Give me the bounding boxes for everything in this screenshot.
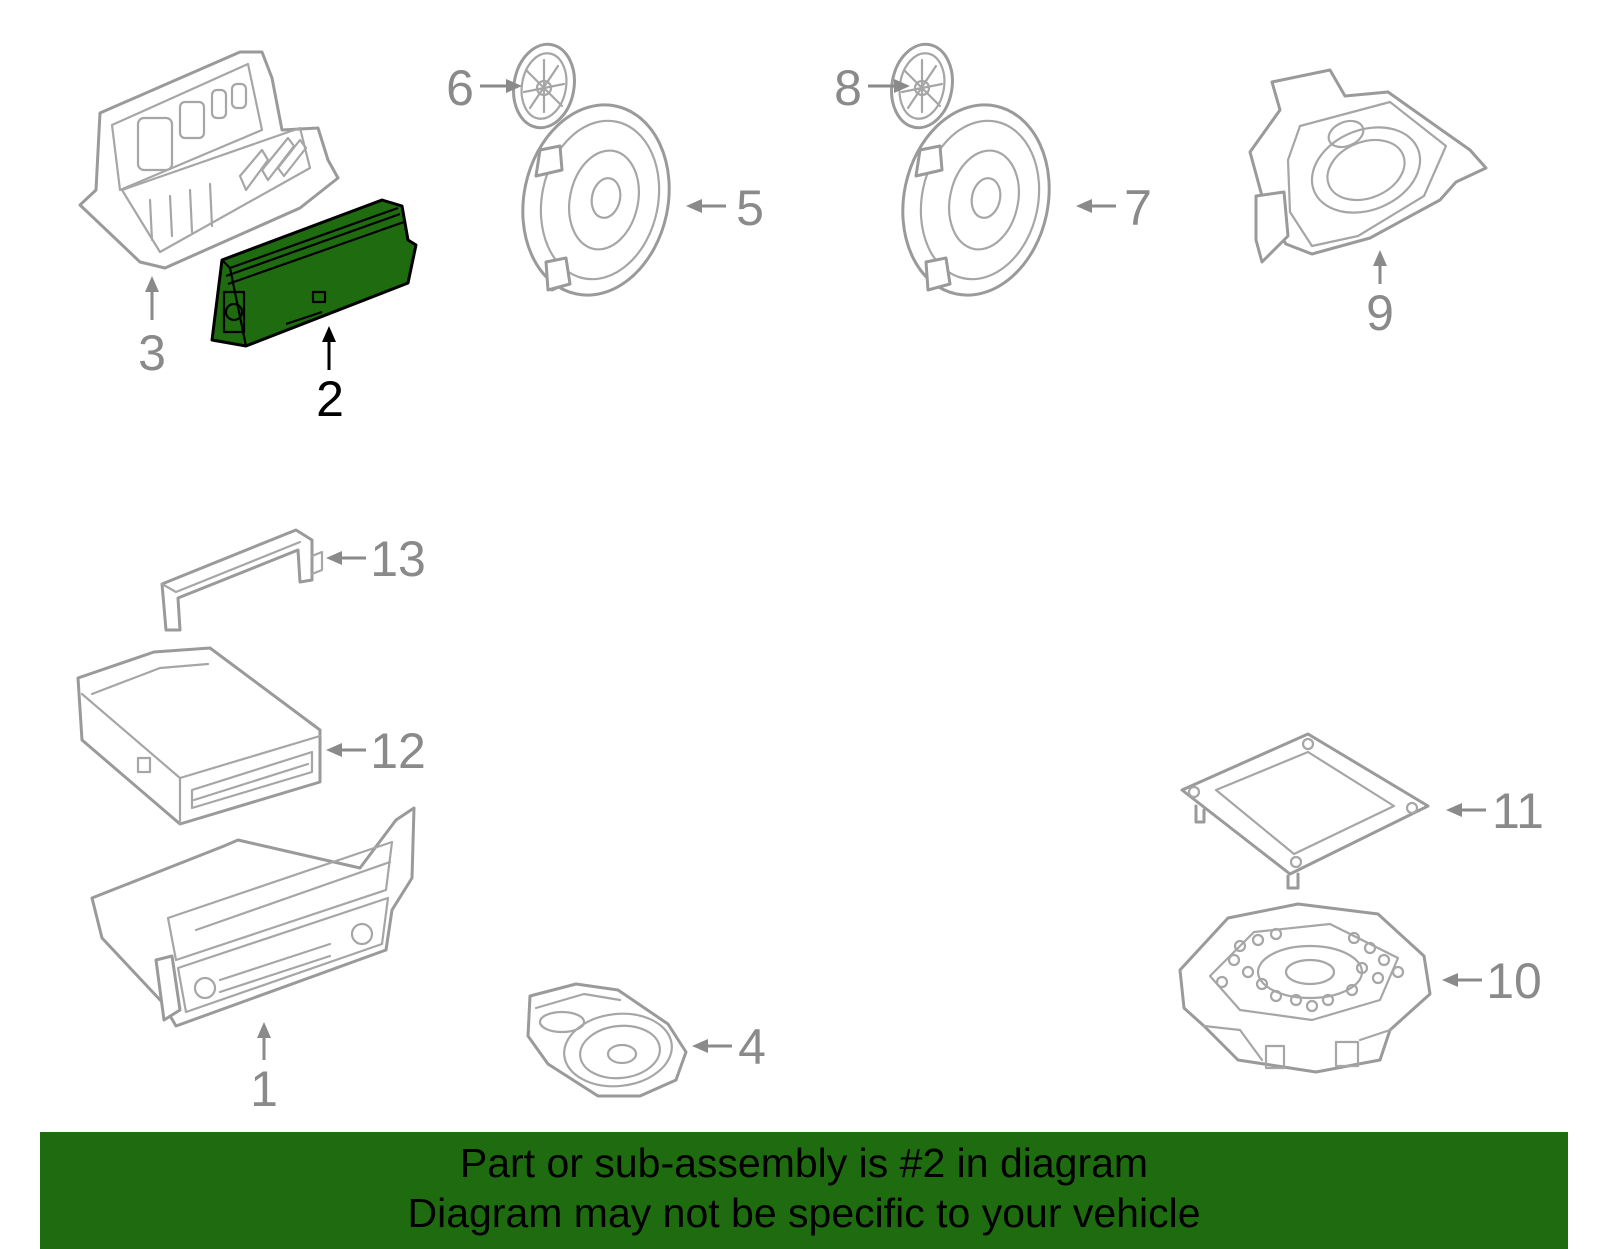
part-13-bracket (160, 528, 324, 632)
callout-1: 1 (250, 1061, 278, 1117)
part-4-small-speaker (526, 982, 688, 1098)
callout-2: 2 (316, 371, 344, 427)
callout-leaders (145, 79, 1486, 1060)
banner-line-part-number: Part or sub-assembly is #2 in diagram (459, 1140, 1149, 1186)
callout-9: 9 (1366, 285, 1394, 341)
part-7-door-speaker (901, 103, 1051, 297)
part-3-bracket (78, 50, 340, 270)
part-10-subwoofer (1178, 902, 1432, 1074)
part-6-tweeter (512, 42, 576, 130)
part-2-amplifier-module (210, 198, 418, 348)
callout-4: 4 (738, 1019, 766, 1075)
callout-11: 11 (1492, 783, 1544, 839)
callout-7: 7 (1124, 180, 1152, 236)
info-banner: Part or sub-assembly is #2 in diagram Di… (40, 1132, 1568, 1249)
callout-13: 13 (370, 531, 426, 587)
callout-8: 8 (834, 60, 862, 116)
part-5-door-speaker (521, 103, 671, 297)
banner-line-disclaimer: Diagram may not be specific to your vehi… (407, 1190, 1201, 1236)
callout-12: 12 (370, 723, 426, 779)
part-9-speaker-housing (1248, 68, 1488, 264)
callout-3: 3 (138, 325, 166, 381)
part-12-cd-drive (76, 646, 322, 826)
part-8-tweeter (890, 42, 954, 130)
part-11-plate (1180, 732, 1430, 890)
callout-10: 10 (1486, 953, 1542, 1009)
callout-5: 5 (736, 180, 764, 236)
part-1-radio-unit (90, 806, 416, 1028)
callout-6: 6 (446, 60, 474, 116)
